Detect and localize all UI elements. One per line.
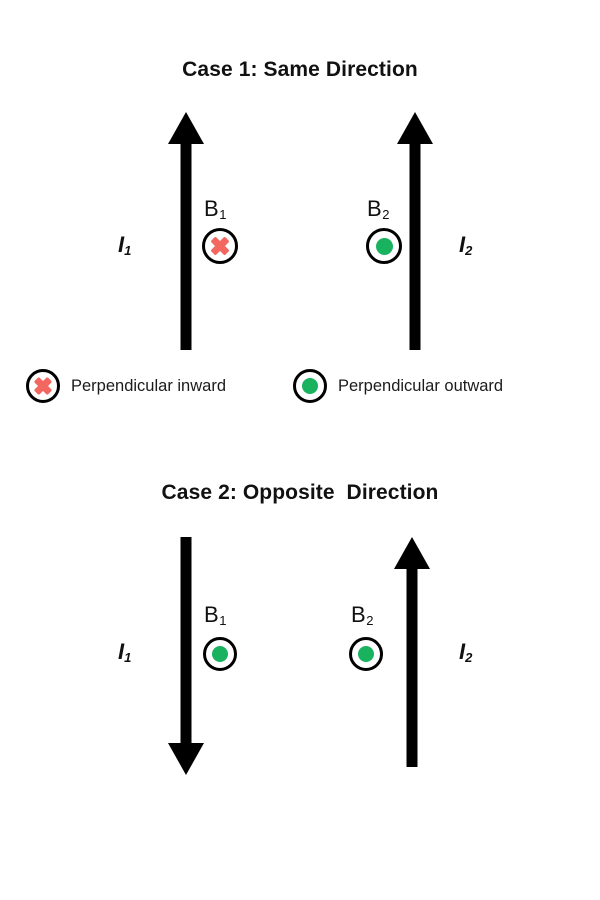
cross-glyph [205, 231, 235, 261]
field-label-letter: B [204, 602, 219, 627]
field-label-subscript: 2 [382, 207, 390, 222]
case-2-wire-2-perpendicular-outward-icon [349, 637, 383, 671]
cross-glyph [29, 372, 57, 400]
current-label-subscript: 1 [124, 243, 132, 258]
case-2-wire-1-arrow-down [168, 537, 204, 775]
case-2-title: Case 2: Opposite Direction [161, 481, 439, 504]
legend-label-outward: Perpendicular outward [338, 376, 504, 395]
field-label-letter: B [367, 196, 382, 221]
case-1-wire-1-arrow-up [168, 112, 204, 350]
dot-glyph [358, 646, 374, 662]
field-label-subscript: 2 [366, 613, 374, 628]
case-2-wire-1-perpendicular-outward-icon [203, 637, 237, 671]
field-label-letter: B [351, 602, 366, 627]
dot-glyph [375, 237, 393, 255]
current-label-subscript: 2 [465, 650, 473, 665]
case-2-wire-1-field-label: B1 [204, 602, 227, 628]
case-2-wire-1-current-label: I1 [118, 639, 132, 665]
legend-label-inward: Perpendicular inward [71, 376, 227, 395]
case-1-wire-2-field-label: B2 [367, 196, 390, 222]
case-2-wire-2-arrow-up [394, 537, 430, 767]
current-label-letter: I [459, 639, 466, 664]
case-1-wire-1-perpendicular-inward-icon [202, 228, 238, 264]
field-label-subscript: 1 [219, 613, 227, 628]
field-label-letter: B [204, 196, 219, 221]
case-2-wire-2-current-label: I2 [459, 639, 473, 665]
case-1-wire-1-current-label: I1 [118, 232, 132, 258]
legend-item-outward: Perpendicular outward [293, 366, 503, 406]
current-label-letter: I [118, 639, 125, 664]
case-2-wire-2-field-label: B2 [351, 602, 374, 628]
current-label-subscript: 2 [465, 243, 473, 258]
case-1-wire-2-arrow-up [397, 112, 433, 350]
case-1-wire-2-perpendicular-outward-icon [366, 228, 402, 264]
perpendicular-inward-icon [26, 369, 60, 403]
current-label-letter: I [118, 232, 125, 257]
dot-glyph [212, 646, 228, 662]
legend-item-inward: Perpendicular inward [26, 366, 226, 406]
case-1-title: Case 1: Same Direction [182, 58, 418, 81]
perpendicular-outward-icon [293, 369, 327, 403]
dot-glyph [302, 378, 318, 394]
case-1-wire-2-current-label: I2 [459, 232, 473, 258]
current-label-subscript: 1 [124, 650, 132, 665]
field-label-subscript: 1 [219, 207, 227, 222]
current-label-letter: I [459, 232, 466, 257]
case-1-wire-1-field-label: B1 [204, 196, 227, 222]
